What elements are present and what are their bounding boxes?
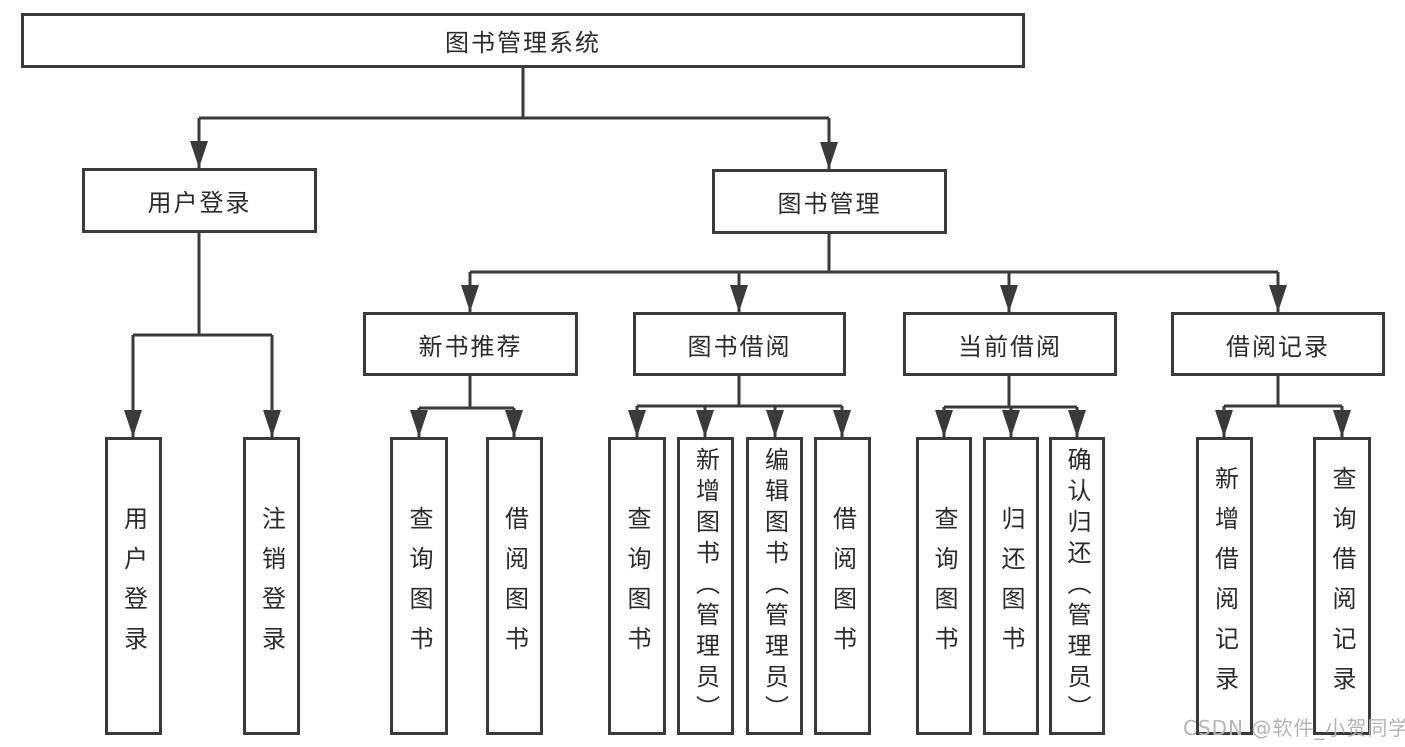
node-new-book-recommend: 新书推荐	[363, 312, 578, 376]
node-library-management-system: 图书管理系统	[21, 13, 1025, 68]
leaf-query-books-current-label: 查询图书	[930, 506, 958, 666]
connector-borrow-records-children	[1215, 376, 1351, 437]
leaf-query-books-current: 查询图书	[916, 437, 972, 735]
leaf-query-borrow-record-label: 查询借阅记录	[1328, 466, 1356, 706]
leaf-query-books-recommend: 查询图书	[390, 437, 448, 735]
csdn-watermark: CSDN @软件_小贺同学	[1183, 716, 1405, 740]
connector-user-login-children	[124, 233, 281, 437]
leaf-return-books: 归还图书	[983, 437, 1039, 735]
leaf-query-borrow-record: 查询借阅记录	[1313, 437, 1371, 735]
leaf-borrow-books-recommend-label: 借阅图书	[500, 506, 529, 666]
leaf-user-login: 用户登录	[105, 437, 162, 735]
node-current-borrow: 当前借阅	[903, 312, 1117, 376]
leaf-query-books-borrowing: 查询图书	[608, 437, 666, 735]
leaf-borrow-books: 借阅图书	[814, 437, 871, 735]
leaf-return-books-label: 归还图书	[997, 506, 1025, 666]
connector-new-book-children	[410, 376, 523, 437]
leaf-borrow-books-recommend: 借阅图书	[486, 437, 543, 735]
leaf-logout-login-label: 注销登录	[257, 506, 286, 666]
connector-book-mgmt-to-level3	[461, 234, 1287, 312]
leaf-borrow-books-label: 借阅图书	[828, 506, 857, 666]
node-borrow-records: 借阅记录	[1171, 312, 1385, 376]
connector-current-borrow-children	[935, 376, 1086, 437]
leaf-query-books-recommend-label: 查询图书	[405, 506, 433, 666]
leaf-add-books-admin-label: 新增图书（管理员）	[691, 446, 720, 726]
leaf-confirm-return-admin: 确认归还（管理员）	[1049, 437, 1105, 735]
node-user-login-label: 用户登录	[147, 189, 252, 217]
node-user-login: 用户登录	[82, 168, 317, 233]
connector-root-to-level2	[190, 68, 838, 169]
leaf-logout-login: 注销登录	[243, 437, 300, 735]
connector-book-borrow-children	[628, 376, 851, 437]
node-book-management: 图书管理	[712, 169, 947, 234]
node-borrow-records-label: 借阅记录	[1226, 332, 1330, 361]
leaf-add-books-admin: 新增图书（管理员）	[677, 437, 734, 735]
node-book-borrowing-label: 图书借阅	[687, 332, 792, 361]
node-book-borrowing: 图书借阅	[633, 312, 846, 376]
leaf-add-borrow-record: 新增借阅记录	[1196, 437, 1253, 735]
leaf-confirm-return-admin-label: 确认归还（管理员）	[1063, 446, 1091, 726]
node-new-book-recommend-label: 新书推荐	[418, 332, 523, 361]
leaf-edit-books-admin: 编辑图书（管理员）	[746, 437, 803, 735]
leaf-user-login-label: 用户登录	[119, 506, 148, 666]
node-book-management-label: 图书管理	[777, 190, 882, 218]
leaf-query-books-borrowing-label: 查询图书	[623, 506, 651, 666]
leaf-edit-books-admin-label: 编辑图书（管理员）	[760, 446, 789, 726]
node-current-borrow-label: 当前借阅	[958, 332, 1062, 361]
node-library-management-system-label: 图书管理系统	[445, 29, 601, 57]
leaf-add-borrow-record-label: 新增借阅记录	[1210, 466, 1239, 706]
